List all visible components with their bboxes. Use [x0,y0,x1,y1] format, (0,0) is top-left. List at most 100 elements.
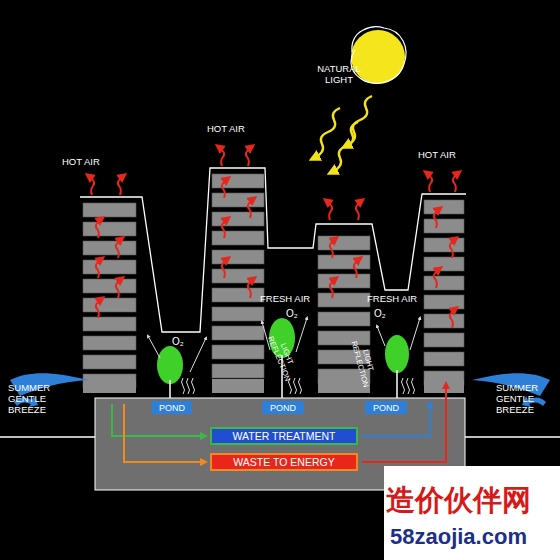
hot-air-arrow [222,259,227,278]
floor-plate [83,336,136,350]
floor-plate [424,333,464,347]
floor-plate [212,193,264,207]
annotation-label: O₂ [374,308,386,320]
towers [83,174,464,393]
evaporation [182,378,415,394]
floor-plate [212,379,264,393]
floor-plate [424,257,464,271]
floor-plate [424,200,464,214]
process-box: WATER TREATMENT [210,427,358,445]
annotation-label: NATURAL LIGHT [313,64,365,86]
hot-air-arrow [453,173,458,192]
pond-box: POND [152,401,192,414]
sun-outline [351,27,406,83]
hot-air-arrow [434,269,439,288]
floor-plate [318,236,370,250]
floor-plate [83,355,136,369]
tree-trunk [396,370,398,398]
hot-air-arrow [222,179,227,198]
sunlight-rays [314,96,372,172]
hot-air-arrow [219,147,224,166]
hot-air-arrow [434,209,439,228]
hot-air-arrow [248,279,253,298]
floor-plate [212,345,264,359]
floor-plate [424,238,464,252]
tree [157,346,183,384]
ground-line [465,436,560,437]
annotation-label: FRESH AIR [367,294,417,305]
floor-plate [212,250,264,264]
node-text: POND [159,403,185,413]
floor-plate [83,222,136,236]
node-text: WASTE TO ENERGY [233,456,334,468]
hot-air-arrow [248,199,253,218]
annotation-label: O₂ [172,336,184,348]
hot-air-arrow [330,279,335,298]
floor-plate [83,260,136,274]
hot-air-arrow [246,147,251,166]
hot-air-arrow [327,201,332,220]
floor-plate [318,312,370,326]
floor-plate [318,293,370,307]
floor-plate [318,274,370,288]
tree-trunk [169,380,171,398]
watermark: 造价伙伴网 [386,484,531,517]
annotation-label: HOT AIR [418,150,456,161]
hot-air-arrow [96,219,101,238]
hot-air-arrow [330,239,335,258]
annotation-label: O₂ [286,308,298,320]
floor-plate [424,295,464,309]
floor-plate [83,298,136,312]
hot-air-arrow [427,173,432,192]
annotation-label: SUMMER GENTLE BREEZE [8,383,64,416]
process-box: WASTE TO ENERGY [210,453,358,471]
hot-air-arrow [116,239,121,258]
hot-air-arrow [222,219,227,238]
hot-air-arrow [354,259,359,278]
node-text: POND [373,403,399,413]
watermark: 58zaojia.com [390,524,527,549]
annotation-label: SUMMER GENTLE BREEZE [496,383,552,416]
floor-plate [212,269,264,283]
annotation-label: FRESH AIR [260,294,310,305]
floor-plate [212,231,264,245]
hot-air-arrow [450,309,455,328]
hot-air-arrows [89,147,458,328]
pond-box: POND [262,401,304,414]
floor-plate [424,352,464,366]
hot-air-arrow [89,176,94,195]
floor-plate [83,203,136,217]
annotation-label: HOT AIR [62,157,100,168]
floor-plate [83,379,136,393]
massing-outline [80,168,466,332]
annotation-label: HOT AIR [207,124,245,135]
hot-air-arrow [96,259,101,278]
hot-air-arrow [356,201,361,220]
floor-plate [212,212,264,226]
floor-plate [424,219,464,233]
floor-plate [424,276,464,290]
floor-plate [424,314,464,328]
tree [385,335,409,373]
floor-plate [212,307,264,321]
hot-air-arrow [116,279,121,298]
watermark-panel [384,466,560,560]
floor-plate [212,326,264,340]
floor-plate [83,279,136,293]
floor-plate [212,364,264,378]
floor-plate [212,288,264,302]
pond-box: POND [365,401,407,414]
hot-air-arrow [96,299,101,318]
hot-air-arrow [118,176,123,195]
floor-plate [83,241,136,255]
floor-plate [318,255,370,269]
energy-flow [362,385,446,462]
node-text: WATER TREATMENT [233,430,336,442]
ground-line [0,436,95,437]
floor-plate [83,317,136,331]
floor-plate [424,379,464,393]
floor-plate [212,174,264,188]
node-text: POND [270,403,296,413]
